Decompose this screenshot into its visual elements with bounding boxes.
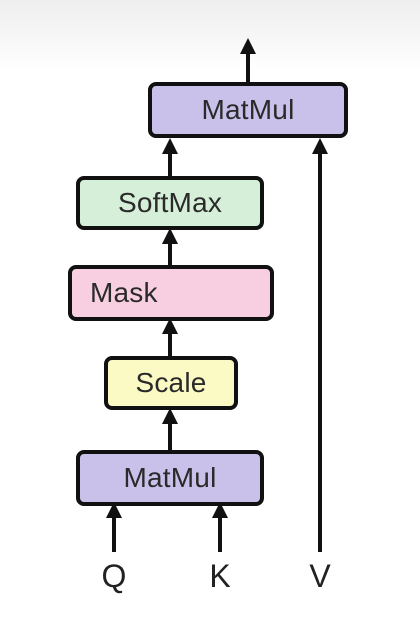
scale-to-mask-arrowhead xyxy=(162,318,178,334)
mask-block: Mask xyxy=(68,265,274,321)
output-arrowhead xyxy=(240,38,256,54)
q-input-arrowhead xyxy=(106,502,122,518)
softmax-to-matmul-arrowhead xyxy=(162,138,178,154)
v-arrowhead xyxy=(312,138,328,154)
mask-to-softmax-arrowhead xyxy=(162,228,178,244)
v-input-label: V xyxy=(309,558,331,594)
scale-label: Scale xyxy=(135,367,207,398)
k-input-arrowhead xyxy=(212,502,228,518)
scale-block: Scale xyxy=(104,356,238,410)
mask-label: Mask xyxy=(90,277,158,308)
matmul-top-label: MatMul xyxy=(201,94,295,125)
matmul-bottom-label: MatMul xyxy=(123,462,217,493)
softmax-block: SoftMax xyxy=(76,176,264,230)
k-input-label: K xyxy=(209,558,231,594)
softmax-label: SoftMax xyxy=(117,187,223,218)
top-background-fade xyxy=(0,0,420,70)
matmul-bottom-block: MatMul xyxy=(76,450,264,506)
q-input-label: Q xyxy=(101,558,127,594)
matmul-to-scale-arrowhead xyxy=(162,408,178,424)
matmul-top-block: MatMul xyxy=(148,82,348,138)
